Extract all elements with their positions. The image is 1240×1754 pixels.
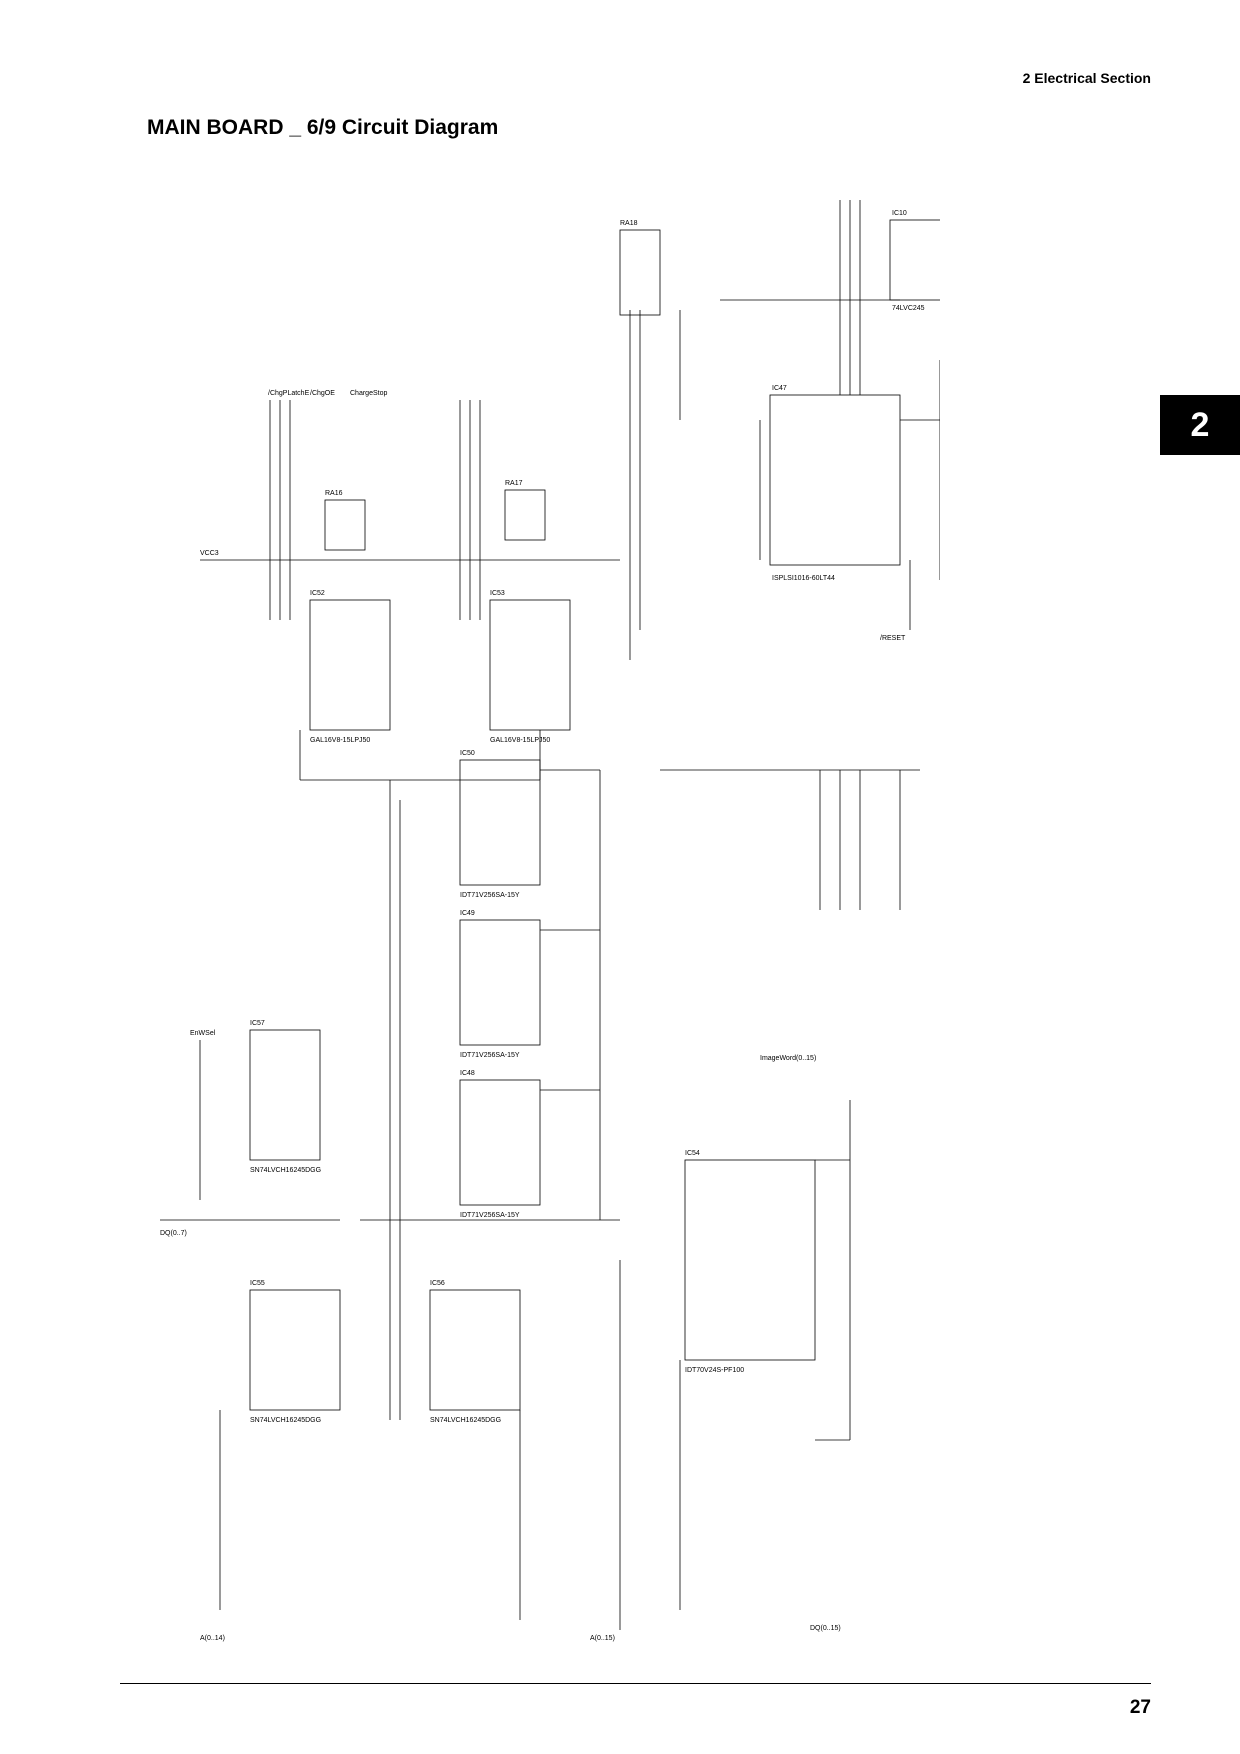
ra16-body xyxy=(324,499,366,551)
circuit-schematic: IC47 ISPLSI1016-60LT44 IC10 74LVC245 IC5… xyxy=(160,200,940,1642)
schematic-labels: IC47 ISPLSI1016-60LT44 IC10 74LVC245 IC5… xyxy=(160,210,925,1642)
ic55-body xyxy=(249,1289,341,1411)
net-chgoe: /ChgOE xyxy=(310,390,335,397)
ra-network-top xyxy=(619,229,661,316)
net-a-0-15: A(0..15) xyxy=(590,1635,615,1642)
ic10-part: 74LVC245 xyxy=(892,305,925,312)
ra17-ref: RA17 xyxy=(505,480,523,487)
ic50-part: IDT71V256SA-15Y xyxy=(460,892,520,899)
net-a-0-14: A(0..14) xyxy=(200,1635,225,1642)
ic54-part: IDT70V24S-PF100 xyxy=(685,1367,744,1374)
ic53-part: GAL16V8-15LPJ50 xyxy=(490,737,550,744)
ic53-body xyxy=(489,599,571,731)
ic54-ref: IC54 xyxy=(685,1150,700,1157)
ic49-part: IDT71V256SA-15Y xyxy=(460,1052,520,1059)
ic52-body xyxy=(309,599,391,731)
ic52-ref: IC52 xyxy=(310,590,325,597)
net-imageword: ImageWord(0..15) xyxy=(760,1055,816,1062)
page-title: MAIN BOARD _ 6/9 Circuit Diagram xyxy=(147,116,499,139)
ic57-body xyxy=(249,1029,321,1161)
footer-rule xyxy=(120,1683,1151,1684)
net-reset: /RESET xyxy=(880,635,906,642)
ic47-part: ISPLSI1016-60LT44 xyxy=(772,575,835,582)
ic47-ref: IC47 xyxy=(772,385,787,392)
chapter-tab-marker: 2 xyxy=(1160,395,1240,455)
ic56-ref: IC56 xyxy=(430,1280,445,1287)
ra16-ref: RA16 xyxy=(325,490,343,497)
net-vcc3: VCC3 xyxy=(200,550,219,557)
section-label: 2 Electrical Section xyxy=(1022,70,1151,86)
ic49-body xyxy=(459,919,541,1046)
ic54-body xyxy=(684,1159,816,1361)
schematic-wires xyxy=(160,200,940,1630)
ic48-ref: IC48 xyxy=(460,1070,475,1077)
net-dq-0-7: DQ(0..7) xyxy=(160,1230,187,1237)
ra18-ref: RA18 xyxy=(620,220,638,227)
ic57-ref: IC57 xyxy=(250,1020,265,1027)
ic47-body xyxy=(769,394,901,566)
ic56-part: SN74LVCH16245DGG xyxy=(430,1417,501,1424)
net-chargestop: ChargeStop xyxy=(350,390,387,397)
page-number: 27 xyxy=(1129,1697,1151,1718)
ic57-part: SN74LVCH16245DGG xyxy=(250,1167,321,1174)
ic10-body xyxy=(889,219,940,301)
ic53-ref: IC53 xyxy=(490,590,505,597)
net-enwsel: EnWSel xyxy=(190,1030,216,1037)
net-dq-0-15: DQ(0..15) xyxy=(810,1625,841,1632)
ic55-part: SN74LVCH16245DGG xyxy=(250,1417,321,1424)
ic52-part: GAL16V8-15LPJ50 xyxy=(310,737,370,744)
ic49-ref: IC49 xyxy=(460,910,475,917)
ic50-ref: IC50 xyxy=(460,750,475,757)
ic48-body xyxy=(459,1079,541,1206)
ic50-body xyxy=(459,759,541,886)
ic56-body xyxy=(429,1289,521,1411)
ic48-part: IDT71V256SA-15Y xyxy=(460,1212,520,1219)
ra17-body xyxy=(504,489,546,541)
ic10-ref: IC10 xyxy=(892,210,907,217)
net-chgplatche: /ChgPLatchE xyxy=(268,390,310,397)
ic55-ref: IC55 xyxy=(250,1280,265,1287)
